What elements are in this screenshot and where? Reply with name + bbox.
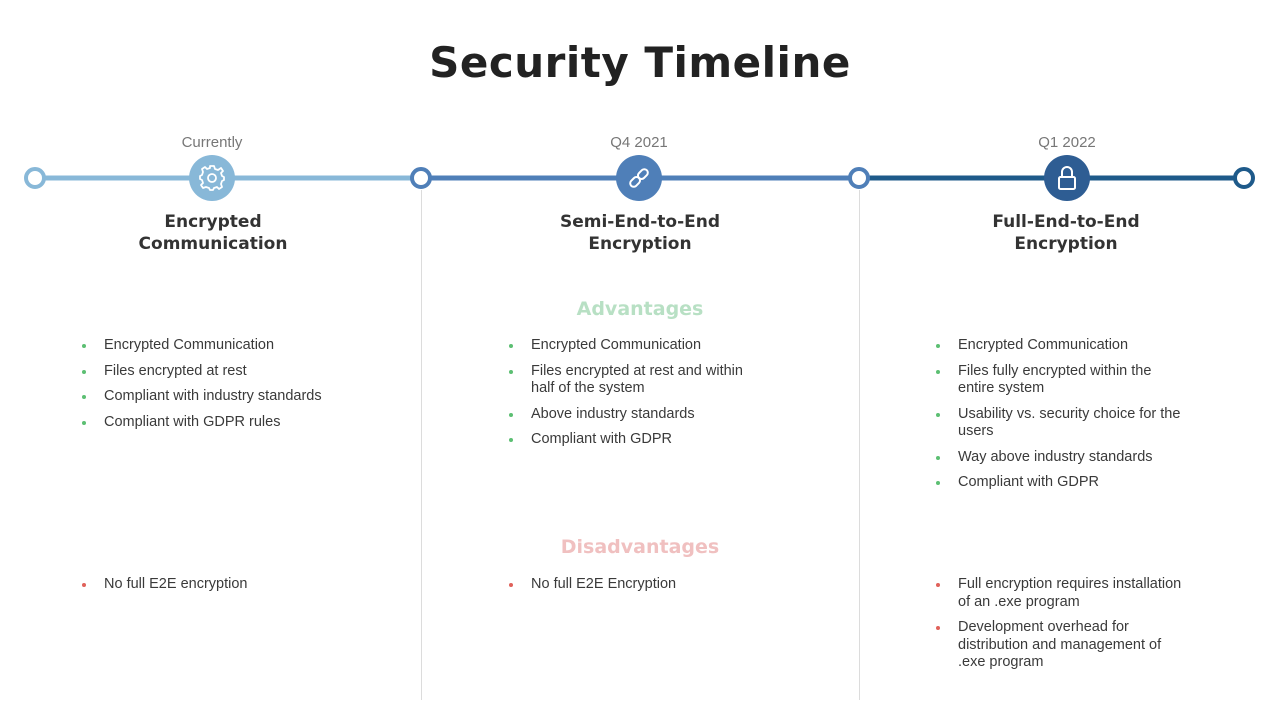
timeline-node-start: [24, 167, 46, 189]
list-item: Development overhead for distribution an…: [936, 619, 1191, 672]
advantages-list: Encrypted Communication Files encrypted …: [509, 337, 764, 457]
lock-icon: [1044, 155, 1090, 201]
disadvantages-list: Full encryption requires installation of…: [936, 576, 1191, 680]
list-item: Way above industry standards: [936, 449, 1191, 467]
list-item: No full E2E Encryption: [509, 576, 764, 594]
column-divider: [859, 190, 860, 700]
column-divider: [421, 190, 422, 700]
stage-title-line: Communication: [138, 234, 288, 254]
list-item: Above industry standards: [509, 406, 764, 424]
stage-title-line: Encrypted: [164, 212, 262, 232]
disadvantages-list: No full E2E Encryption: [509, 576, 764, 602]
timeline-node-end: [1233, 167, 1255, 189]
list-item: Compliant with GDPR: [936, 474, 1191, 492]
gear-icon: [189, 155, 235, 201]
stage-date-label: Q1 2022: [1038, 134, 1096, 151]
stage-date-label: Currently: [181, 134, 243, 151]
stage-date-label: Q4 2021: [610, 134, 668, 151]
list-item: Compliant with GDPR rules: [82, 414, 337, 432]
disadvantages-heading: Disadvantages: [560, 536, 720, 558]
list-item: Usability vs. security choice for the us…: [936, 406, 1191, 441]
link-icon: [616, 155, 662, 201]
advantages-heading: Advantages: [576, 298, 704, 320]
list-item: No full E2E encryption: [82, 576, 337, 594]
list-item: Files encrypted at rest: [82, 363, 337, 381]
timeline-node-2: [848, 167, 870, 189]
list-item: Files encrypted at rest and within half …: [509, 363, 764, 398]
list-item: Encrypted Communication: [82, 337, 337, 355]
list-item: Compliant with industry standards: [82, 388, 337, 406]
advantages-list: Encrypted Communication Files encrypted …: [82, 337, 337, 439]
disadvantages-list: No full E2E encryption: [82, 576, 337, 602]
stage-title-line: Full-End-to-End: [992, 212, 1140, 232]
timeline-node-1: [410, 167, 432, 189]
stage-title: Full-End-to-End Encryption: [916, 211, 1216, 255]
stage-title-line: Semi-End-to-End: [559, 212, 721, 232]
advantages-list: Encrypted Communication Files fully encr…: [936, 337, 1191, 500]
stage-title: Encrypted Communication: [63, 211, 363, 255]
stage-title-line: Encryption: [588, 234, 692, 254]
list-item: Full encryption requires installation of…: [936, 576, 1191, 611]
list-item: Encrypted Communication: [509, 337, 764, 355]
list-item: Encrypted Communication: [936, 337, 1191, 355]
page-title: Security Timeline: [429, 38, 851, 87]
list-item: Files fully encrypted within the entire …: [936, 363, 1191, 398]
stage-title: Semi-End-to-End Encryption: [490, 211, 790, 255]
stage-title-line: Encryption: [1014, 234, 1118, 254]
list-item: Compliant with GDPR: [509, 431, 764, 449]
